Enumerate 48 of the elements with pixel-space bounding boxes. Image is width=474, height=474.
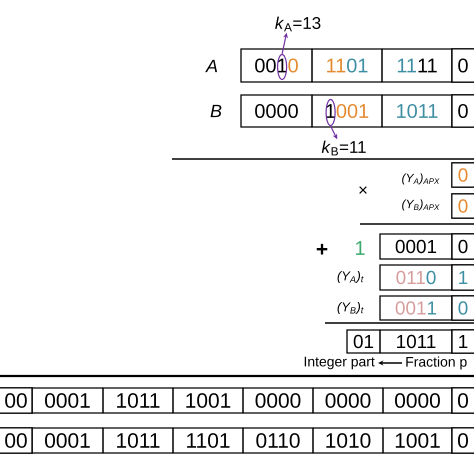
binary-cell: 0 xyxy=(451,162,474,188)
binary-cell: 1011 xyxy=(102,427,174,454)
binary-cell: 1001 xyxy=(172,387,244,414)
binary-cell: 0001 xyxy=(31,427,104,454)
binary-cell: 1001 xyxy=(311,94,383,128)
ellipse-marker xyxy=(326,98,336,126)
binary-cell: 1101 xyxy=(172,427,244,454)
binary-cell: 1011 xyxy=(379,329,453,354)
binary-cell: 0000 xyxy=(240,94,313,128)
binary-cell: 1111 xyxy=(381,48,453,83)
row-label: (Y$_{B}$)$_{t}$ xyxy=(338,302,364,314)
binary-cell: 0000 xyxy=(312,387,384,414)
row-label: (Y$_{A}$)$_{APX}$ xyxy=(402,173,440,185)
binary-cell: 1001 xyxy=(382,427,453,454)
binary-cell: 0 xyxy=(451,387,474,414)
binary-cell: 0110 xyxy=(379,264,453,291)
binary-cell: 1010 xyxy=(312,427,384,454)
operator-sign: × xyxy=(359,186,367,194)
binary-cell: 00 xyxy=(0,387,33,414)
binary-cell: 0 xyxy=(451,295,474,321)
binary-cell: 1 xyxy=(451,264,474,291)
row-label: A xyxy=(205,60,218,72)
binary-cell: 0001 xyxy=(379,233,453,260)
binary-cell: 0011 xyxy=(379,295,453,321)
part-label: Fraction p xyxy=(406,356,467,370)
binary-cell: 00 xyxy=(0,427,33,454)
binary-cell: 0000 xyxy=(242,387,314,414)
row-label: B xyxy=(210,104,222,118)
binary-cell: 0001 xyxy=(31,387,104,414)
index-label: k$_{B}$=11 xyxy=(322,140,366,156)
binary-cell: 01 xyxy=(346,329,381,354)
row-label: (Y$_{B}$)$_{APX}$ xyxy=(402,199,440,211)
binary-cell: 0110 xyxy=(242,427,314,454)
operator-sign: + xyxy=(316,244,328,254)
binary-cell: 0 xyxy=(451,94,474,128)
binary-cell: 0 xyxy=(451,233,474,260)
binary-cell: 0 xyxy=(451,193,474,219)
part-label: Integer part xyxy=(304,356,375,370)
binary-cell: 1 xyxy=(451,329,474,354)
binary-cell: 1101 xyxy=(311,48,383,83)
binary-cell: 0 xyxy=(451,427,474,454)
binary-cell: 0000 xyxy=(382,387,453,414)
binary-cell: 1011 xyxy=(102,387,174,414)
index-label: k$_{A}$=13 xyxy=(275,16,320,32)
binary-cell: 0 xyxy=(451,48,474,83)
row-label: (Y$_{A}$)$_{t}$ xyxy=(338,270,364,284)
binary-cell: 1011 xyxy=(381,94,453,128)
digit-label: 1 xyxy=(356,241,365,255)
